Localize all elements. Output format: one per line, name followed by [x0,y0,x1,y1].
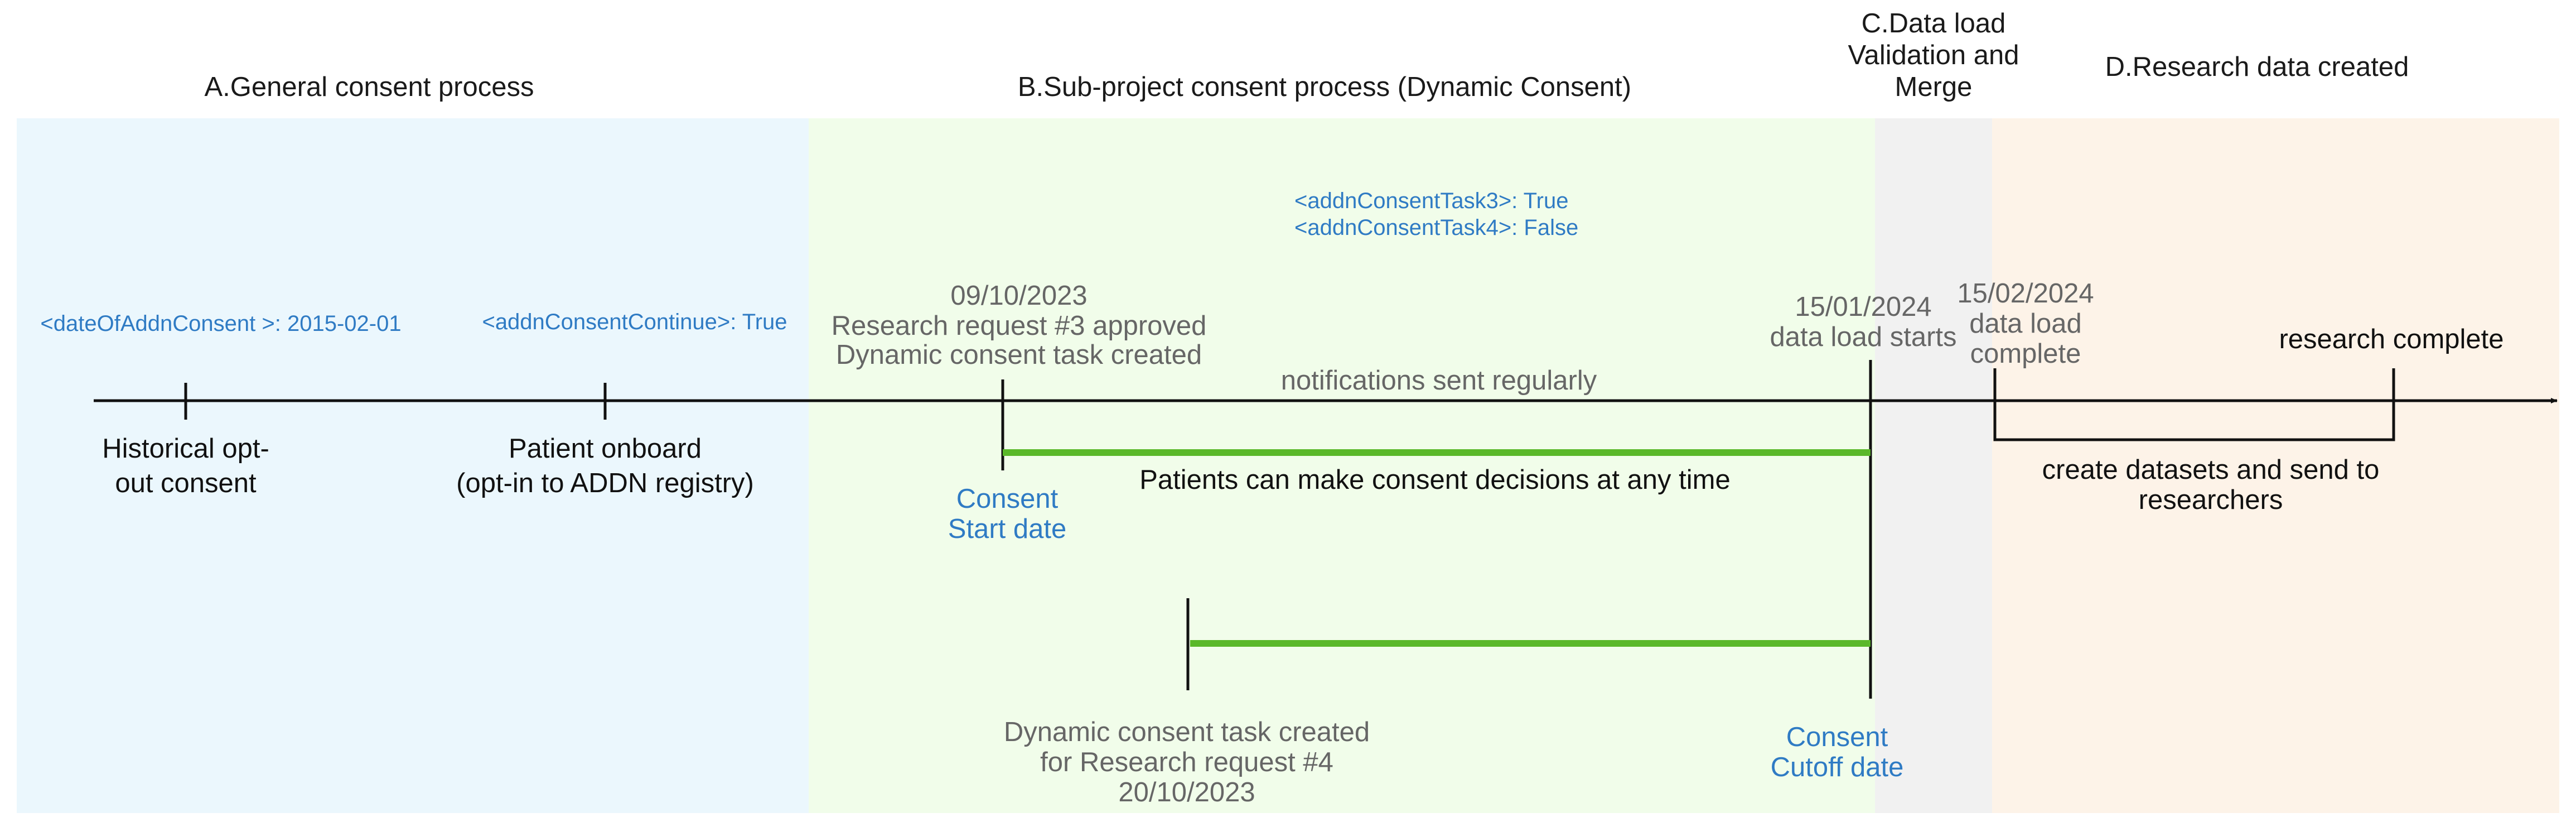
consent-decisions-label: Patients can make consent decisions at a… [1139,465,1731,495]
data-load-complete-label-line-2: complete [1970,339,2081,369]
section-d-background [1992,118,2559,813]
section-b-title: B.Sub-project consent process (Dynamic C… [1018,72,1631,102]
patient-onboard-label-line-2: (opt-in to ADDN registry) [456,468,754,498]
consent-start-label-line-1: Consent [956,484,1059,514]
create-datasets-label-line-1: create datasets and send to [2042,455,2380,485]
request4-label: for Research request #4 [1040,747,1333,777]
request3-approved-label: Research request #3 approved [832,311,1207,341]
section-d-title: D.Research data created [2105,52,2409,82]
section-a-title: A.General consent process [204,72,534,102]
tag-addn-consent-task3: <addnConsentTask3>: True [1294,189,1568,213]
consent-start-label-line-2: Start date [948,514,1066,544]
data-load-start-label: data load starts [1770,322,1956,352]
tag-addn-consent-task4: <addnConsentTask4>: False [1294,215,1578,240]
request4-date: 20/10/2023 [1118,777,1255,807]
historical-consent-label-line-1: Historical opt- [102,434,269,464]
create-datasets-label-line-2: researchers [2139,485,2283,515]
request4-task-created-label: Dynamic consent task created [1004,717,1370,747]
data-load-complete-date: 15/02/2024 [1957,278,2094,309]
tag-addn-consent-continue: <addnConsentContinue>: True [482,310,787,334]
notifications-label: notifications sent regularly [1281,366,1597,396]
data-load-start-date: 15/01/2024 [1795,292,1931,322]
section-c-title-line-3: Merge [1895,72,1973,102]
section-a-background [17,118,809,813]
request3-task-created-label: Dynamic consent task created [836,340,1202,370]
research-dataset-bracket [1993,368,2395,441]
consent-cutoff-label-line-1: Consent [1786,722,1888,752]
patient-onboard-label-line-1: Patient onboard [509,434,702,464]
research-complete-label: research complete [2279,324,2503,354]
section-b-background [809,118,1875,813]
historical-consent-label-line-2: out consent [115,468,257,498]
consent-cutoff-label-line-2: Cutoff date [1771,752,1904,782]
section-c-background [1875,118,1992,813]
request3-date: 09/10/2023 [950,281,1087,311]
data-load-complete-label-line-1: data load [1969,309,2082,339]
tag-date-of-addn-consent: <dateOfAddnConsent >: 2015-02-01 [40,311,401,336]
section-c-title-line-2: Validation and [1848,40,2019,70]
section-c-title-line-1: C.Data load [1862,8,2006,39]
